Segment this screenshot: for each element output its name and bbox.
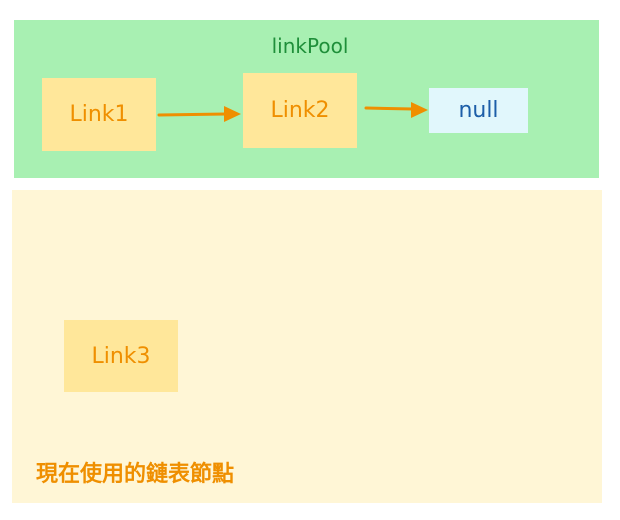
link3-node: Link3 xyxy=(64,320,178,392)
link1-node: Link1 xyxy=(42,78,156,151)
null-node: null xyxy=(429,88,528,133)
null-label: null xyxy=(458,98,499,123)
link-pool-title: linkPool xyxy=(271,34,349,58)
current-area-label: 現在使用的鏈表節點 xyxy=(36,462,235,487)
link2-node: Link2 xyxy=(243,73,357,148)
link2-label: Link2 xyxy=(270,98,330,123)
link3-label: Link3 xyxy=(91,343,151,369)
link1-label: Link1 xyxy=(69,102,129,127)
